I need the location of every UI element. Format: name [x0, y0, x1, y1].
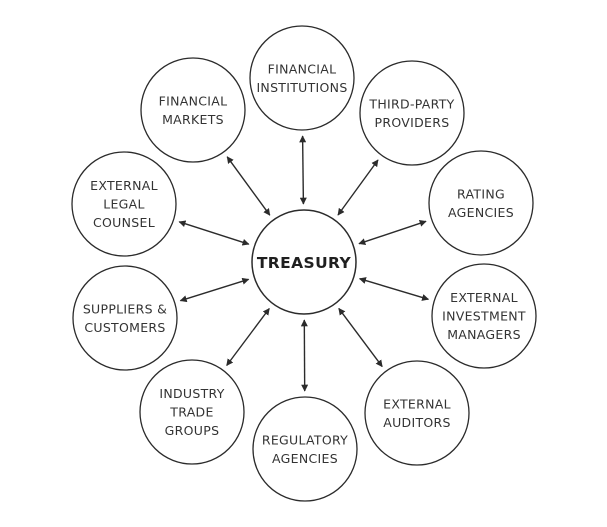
node-label-line: REGULATORY	[262, 432, 348, 447]
center-label: TREASURY	[257, 254, 352, 272]
connector-arrow-external-auditors	[338, 307, 383, 368]
node-label-line: EXTERNAL	[450, 290, 518, 305]
node-label-line: AUDITORS	[383, 415, 451, 430]
node-financial-institutions: FINANCIAL INSTITUTIONS	[249, 25, 355, 131]
node-suppliers-customers: SUPPLIERS & CUSTOMERS	[72, 265, 178, 371]
connector-arrow-third-party-providers	[337, 159, 379, 216]
node-industry-trade-groups: INDUSTRY TRADE GROUPS	[139, 359, 245, 465]
node-label-line: COUNSEL	[93, 215, 155, 230]
node-external-auditors: EXTERNAL AUDITORS	[364, 360, 470, 466]
connector-arrow-financial-markets	[226, 156, 271, 216]
connector-arrow-industry-trade-groups	[226, 307, 270, 367]
connector-arrow-external-investment-managers	[358, 277, 430, 301]
node-label-line: EXTERNAL	[90, 178, 158, 193]
node-label-line: TRADE	[169, 405, 213, 420]
node-label-line: FINANCIAL	[268, 61, 337, 76]
node-label-line: AGENCIES	[448, 205, 514, 220]
node-label-line: RATING	[457, 186, 505, 201]
connector-arrow-rating-agencies	[358, 219, 427, 246]
node-label-line: GROUPS	[165, 423, 220, 438]
node-circle	[71, 151, 177, 257]
node-circle	[428, 150, 534, 256]
node-circle	[252, 396, 358, 502]
node-label-line: EXTERNAL	[383, 396, 451, 411]
node-circle	[72, 265, 178, 371]
node-label-line: PROVIDERS	[375, 115, 450, 130]
node-circle	[364, 360, 470, 466]
node-rating-agencies: RATING AGENCIES	[428, 150, 534, 256]
node-label-line: INDUSTRY	[159, 386, 224, 401]
connector-arrow-suppliers-customers	[179, 277, 250, 303]
center-circle	[251, 209, 357, 315]
node-label-line: INSTITUTIONS	[256, 80, 347, 95]
node-circle	[359, 60, 465, 166]
node-circle	[431, 263, 537, 369]
node-label-line: CUSTOMERS	[84, 320, 165, 335]
node-label-line: MANAGERS	[447, 327, 521, 342]
outer-node-group: FINANCIAL INSTITUTIONS THIRD-PARTY PROVIDER…	[71, 25, 537, 502]
node-label-line: AGENCIES	[272, 451, 338, 466]
connector-arrow-external-legal-counsel	[178, 220, 250, 246]
node-circle	[140, 57, 246, 163]
node-external-legal-counsel: EXTERNAL LEGAL COUNSEL	[71, 151, 177, 257]
node-label-line: SUPPLIERS &	[83, 301, 167, 316]
node-regulatory-agencies: REGULATORY AGENCIES	[252, 396, 358, 502]
node-label-line: THIRD-PARTY	[368, 96, 454, 111]
node-label-line: FINANCIAL	[159, 93, 228, 108]
node-label-line: LEGAL	[103, 197, 145, 212]
connector-group	[178, 135, 430, 392]
node-financial-markets: FINANCIAL MARKETS	[140, 57, 246, 163]
node-label-line: INVESTMENT	[442, 309, 526, 324]
node-third-party-providers: THIRD-PARTY PROVIDERS	[359, 60, 465, 166]
node-circle	[139, 359, 245, 465]
node-circle	[249, 25, 355, 131]
connector-arrow-financial-institutions	[299, 135, 307, 205]
node-label-line: MARKETS	[162, 112, 224, 127]
node-external-investment-managers: EXTERNAL INVESTMENT MANAGERS	[431, 263, 537, 369]
center-node: TREASURY	[251, 209, 357, 315]
